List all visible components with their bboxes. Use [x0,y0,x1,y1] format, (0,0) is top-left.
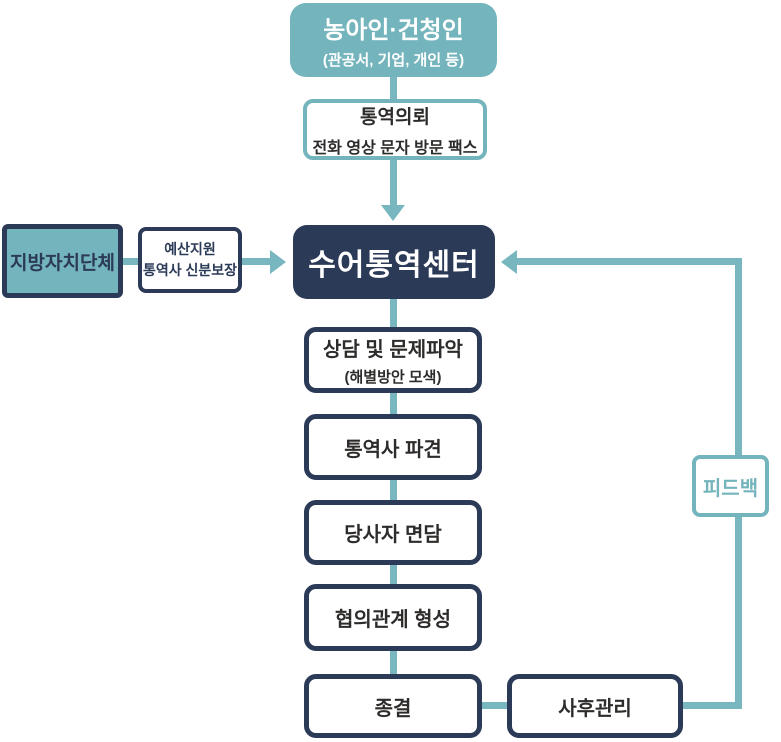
aftercare-box: 사후관리 [507,674,683,738]
connector-step2-step3 [390,480,397,500]
support-box: 예산지원 통역사 신분보장 [138,227,242,293]
feedback-box: 피드백 [692,455,769,517]
request-box: 통역의뢰 전화 영상 문자 방문 팩스 [303,99,487,160]
client-subtitle: (관공서, 기업, 개인 등) [322,52,465,69]
support-line2: 통역사 신분보장 [142,262,238,278]
request-subtitle: 전화 영상 문자 방문 팩스 [312,139,478,157]
step-dispatch-title: 통역사 파견 [344,438,442,461]
connector-support-center [242,258,270,265]
client-title: 농아인·건청인 [323,17,464,44]
step-box-dispatch: 통역사 파견 [304,414,482,480]
step-interview-title: 당사자 면담 [344,524,442,546]
step-consult-subtitle: (해별방안 모색) [344,369,442,386]
gov-box: 지방자치단체 [2,224,123,298]
connector-end-aftercare [482,702,507,709]
feedback-line-top [517,258,742,265]
center-title: 수어통역센터 [308,249,480,282]
connector-client-request [390,77,397,99]
center-box: 수어통역센터 [293,225,495,299]
step-box-relationship: 협의관계 형성 [304,584,482,651]
step-box-consult: 상담 및 문제파악 (해별방안 모색) [304,327,482,393]
feedback-title: 피드백 [702,477,759,500]
step-box-interview: 당사자 면담 [304,500,482,565]
connector-step1-step2 [390,393,397,414]
connector-step3-step4 [390,565,397,584]
step-end-title: 종결 [374,697,412,720]
connector-request-center [390,160,397,206]
step-box-end: 종결 [304,674,482,738]
connector-gov-support [123,258,138,265]
arrow-down-icon [381,205,405,221]
feedback-line-bottom [683,702,742,709]
client-box: 농아인·건청인 (관공서, 기업, 개인 등) [290,3,497,77]
step-consult-title: 상담 및 문제파악 [323,339,463,361]
arrow-left-icon [501,250,517,274]
arrow-right-icon [270,250,286,274]
request-title: 통역의뢰 [360,106,430,128]
support-line1: 예산지원 [164,241,216,257]
step-relationship-title: 협의관계 형성 [335,609,451,631]
gov-title: 지방자치단체 [10,252,115,274]
connector-step4-step5 [390,651,397,674]
connector-center-step1 [390,299,397,327]
aftercare-title: 사후관리 [558,697,632,720]
